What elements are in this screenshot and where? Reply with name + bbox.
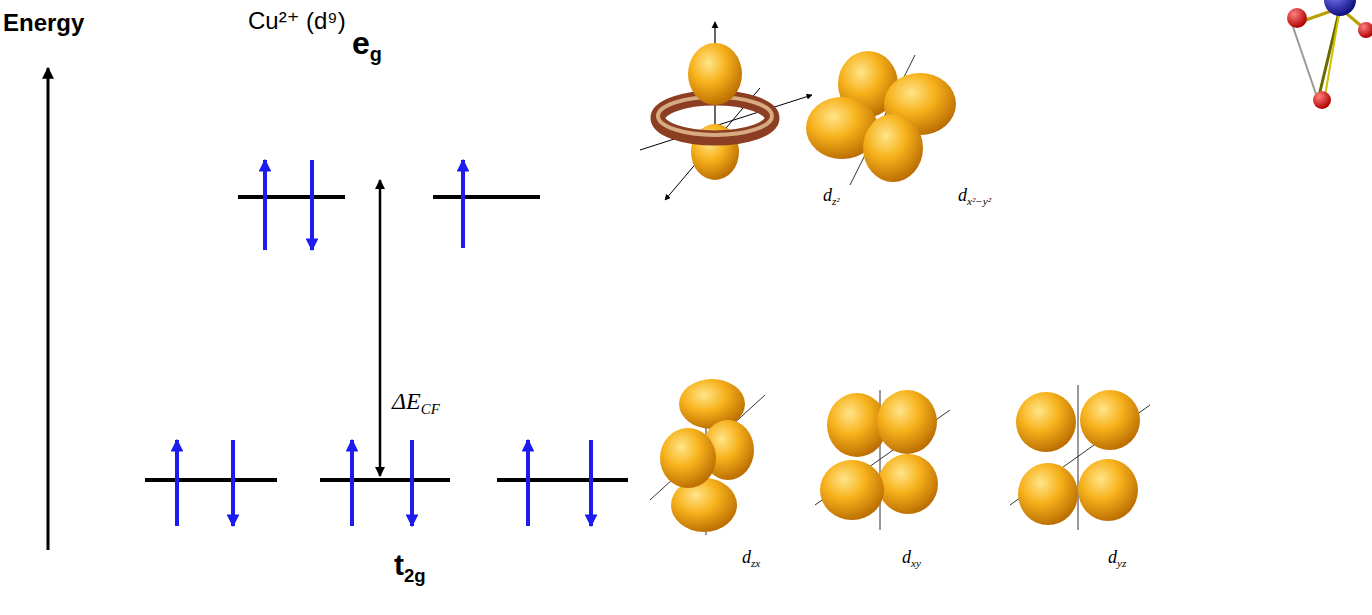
dxy-orbital <box>815 390 950 530</box>
energy-axis <box>47 68 50 550</box>
t2g-levels <box>145 440 628 526</box>
level-label: t2g <box>394 548 426 586</box>
orbital-label: dz² <box>823 186 840 207</box>
ion-label: Cu²⁺ (d⁹) <box>248 8 346 34</box>
eg-levels <box>238 160 540 250</box>
dzx-orbital <box>650 379 765 535</box>
axis-label: Energy <box>3 10 84 36</box>
complex-fragment <box>1287 0 1372 109</box>
dx2-y2-orbital <box>806 51 956 185</box>
orbital-label: dyz <box>1108 548 1126 569</box>
orbital-label: dzx <box>742 548 760 569</box>
level-label: eg <box>352 26 382 66</box>
orbital-label: dx²−y² <box>958 186 991 207</box>
dz2-orbital <box>640 22 812 200</box>
splitting-arrow <box>379 180 382 476</box>
orbital-label: dxy <box>902 548 921 569</box>
splitting-label: ΔECF <box>392 388 440 418</box>
dyz-orbital <box>1010 385 1150 530</box>
